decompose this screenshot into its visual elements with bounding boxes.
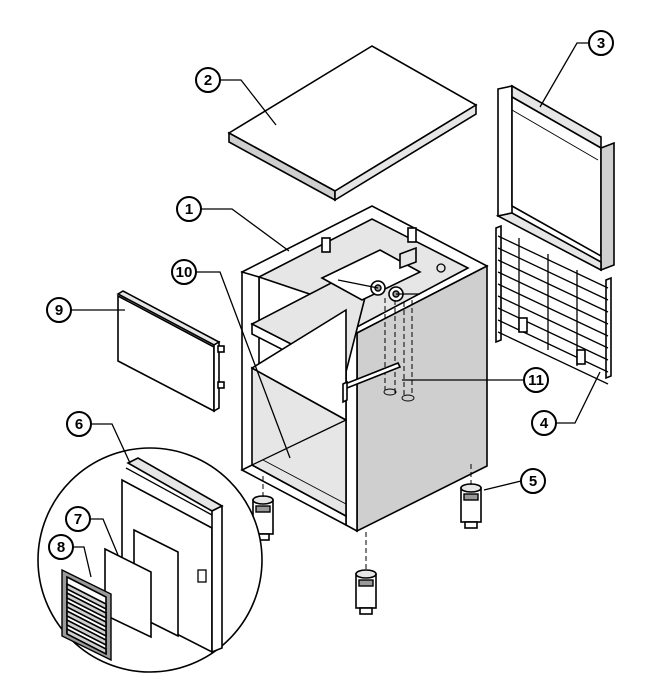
- foot: [355, 569, 377, 615]
- detail-circle: [37, 447, 263, 673]
- svg-text:10: 10: [176, 264, 193, 281]
- callout-4: 4: [531, 410, 557, 436]
- callout-5: 5: [520, 468, 546, 494]
- part-condenser-grid: [495, 224, 612, 385]
- callout-9: 9: [46, 297, 72, 323]
- part-top-panel: [227, 45, 478, 202]
- grid-bar: [497, 283, 609, 337]
- callout-8: 8: [48, 534, 74, 560]
- grid-bar: [497, 319, 609, 373]
- callout-11: 11: [523, 367, 549, 393]
- part-cabinet-body: [240, 205, 489, 533]
- grid-bar: [497, 295, 609, 349]
- louver-slat: [66, 618, 107, 647]
- svg-text:3: 3: [597, 35, 605, 52]
- svg-text:11: 11: [528, 372, 544, 389]
- svg-text:4: 4: [540, 415, 549, 432]
- svg-text:7: 7: [74, 511, 82, 528]
- grid-bar: [497, 247, 609, 301]
- svg-text:2: 2: [204, 72, 212, 89]
- louver-slat: [66, 627, 107, 656]
- callout-7: 7: [65, 506, 91, 532]
- part-rear-frame: [495, 84, 615, 272]
- part-front-panel: [116, 290, 225, 413]
- svg-text:8: 8: [57, 539, 65, 556]
- louver-slat: [66, 582, 107, 611]
- callout-10: 10: [171, 259, 197, 285]
- callout-6: 6: [66, 411, 92, 437]
- part-feet: [252, 464, 482, 615]
- svg-text:5: 5: [529, 473, 537, 490]
- callout-1: 1: [176, 196, 202, 222]
- svg-text:6: 6: [75, 416, 83, 433]
- part-louvered-grille: [61, 568, 112, 662]
- foot: [460, 483, 482, 529]
- svg-text:1: 1: [185, 201, 193, 218]
- grid-bar: [497, 331, 609, 385]
- louver-slat: [66, 609, 107, 638]
- svg-text:9: 9: [55, 302, 63, 319]
- callout-3: 3: [588, 30, 614, 56]
- grid-bar: [497, 259, 609, 313]
- louver-slat: [66, 600, 107, 629]
- grid-bar: [497, 307, 609, 361]
- louver-slat: [66, 591, 107, 620]
- grid-bar: [497, 235, 609, 289]
- grid-bar: [497, 271, 609, 325]
- callout-2: 2: [195, 67, 221, 93]
- leader-lines: [71, 42, 601, 578]
- part-rod: [342, 361, 402, 404]
- foot: [252, 495, 274, 541]
